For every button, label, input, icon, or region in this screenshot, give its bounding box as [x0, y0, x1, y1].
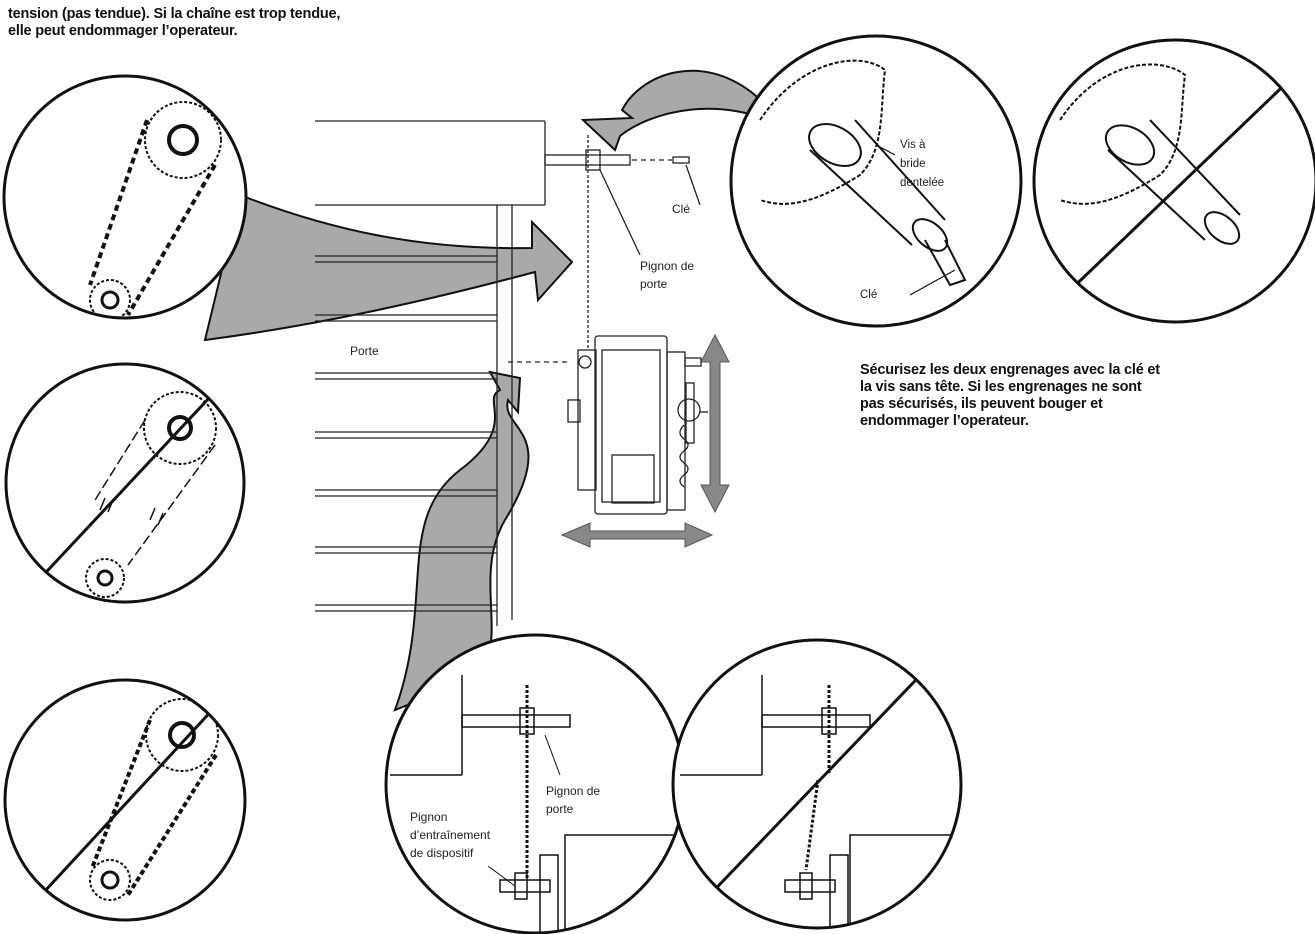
circle-sprocket-no-key-crossed	[1032, 38, 1315, 324]
label-line: dentelée	[900, 177, 945, 189]
door-illustration	[315, 120, 708, 626]
label-line: porte	[640, 277, 668, 291]
label-line: Pignon de	[640, 259, 695, 273]
label-cle-detail: Clé	[860, 289, 878, 301]
label-line: bride	[900, 158, 926, 170]
circle-sprocket-key-detail	[729, 34, 1023, 328]
circle-chain-correct	[2, 74, 248, 320]
secure-gears-note-line: Sécurisez les deux engrenages avec la cl…	[860, 362, 1160, 378]
callout-arrow-left	[203, 193, 574, 342]
label-line: Pignon de	[546, 784, 601, 798]
label-line: porte	[546, 802, 574, 816]
label-porte: Porte	[350, 344, 379, 358]
label-line: Vis à	[900, 139, 926, 151]
chain-tension-note-line: elle peut endommager l’operateur.	[8, 23, 238, 39]
circle-alignment-correct	[384, 633, 686, 934]
secure-gears-note-line: pas sécurisés, ils peuvent bouger et	[860, 396, 1103, 412]
label-line: de dispositif	[410, 846, 474, 860]
label-cle-main: Clé	[672, 202, 691, 216]
circle-chain-tight-crossed	[3, 678, 247, 922]
label-pignon-de-porte-main: Pignon de porte	[640, 257, 694, 293]
label-vis-a-bride: Vis à bride dentelée	[900, 136, 944, 193]
chain-tension-note: tension (pas tendue). Si la chaîne est t…	[8, 6, 340, 40]
label-line: d’entraînement	[410, 828, 491, 842]
secure-gears-note: Sécurisez les deux engrenages avec la cl…	[860, 362, 1160, 430]
callout-arrow-bottom	[393, 370, 530, 712]
label-pignon-de-porte-detail: Pignon de porte	[546, 782, 600, 818]
secure-gears-note-line: endommager l’operateur.	[860, 413, 1029, 429]
secure-gears-note-line: la vis sans tête. Si les engrenages ne s…	[860, 379, 1142, 395]
callout-arrow-top-right	[580, 69, 791, 152]
circle-alignment-wrong-crossed	[671, 638, 963, 930]
label-line: Pignon	[410, 810, 448, 824]
circle-chain-loose-crossed	[4, 362, 246, 604]
chain-tension-note-line: tension (pas tendue). Si la chaîne est t…	[8, 6, 341, 22]
label-pignon-entrainement: Pignon d’entraînement de dispositif	[410, 808, 490, 862]
adjustment-arrows	[560, 333, 730, 548]
